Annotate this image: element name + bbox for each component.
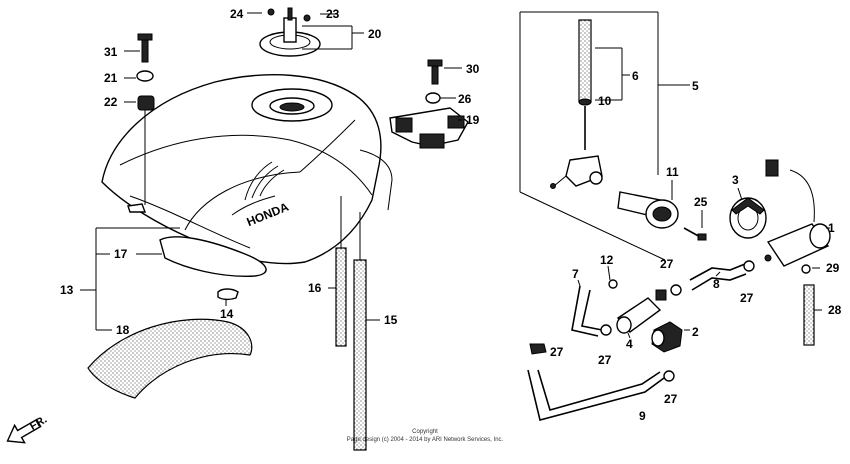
drain-tubes — [335, 196, 367, 451]
bracket-assembly — [389, 59, 469, 149]
fuel-tank — [101, 74, 393, 265]
fuel-pump — [764, 159, 831, 267]
callout-27a: 27 — [660, 257, 674, 271]
callout-15: 15 — [384, 313, 398, 327]
callout-27c: 27 — [550, 345, 564, 359]
fuel-valve — [519, 11, 666, 261]
callout-27b: 27 — [740, 291, 754, 305]
callout-31: 31 — [104, 45, 118, 59]
callout-6: 6 — [632, 69, 639, 83]
callout-4: 4 — [626, 337, 633, 351]
callout-14: 14 — [220, 307, 234, 321]
rubber-mount-3 — [729, 197, 767, 239]
fuel-valve-11 — [617, 191, 679, 229]
callout-20: 20 — [368, 27, 382, 41]
bolt-25 — [683, 227, 707, 241]
callout-29: 29 — [826, 261, 840, 275]
callout-11: 11 — [666, 165, 679, 179]
callout-16: 16 — [308, 281, 322, 295]
callout-21: 21 — [104, 71, 118, 85]
callout-26: 26 — [458, 92, 472, 106]
copyright-line-1: Copyright — [412, 429, 438, 435]
callout-8: 8 — [713, 277, 720, 291]
front-direction-label: FR. — [28, 414, 49, 433]
callout-13: 13 — [60, 283, 74, 297]
fuel-hoses — [527, 263, 815, 421]
hose-clips — [529, 260, 811, 382]
callout-22: 22 — [104, 95, 118, 109]
tank-rubber — [159, 236, 267, 277]
callout-27e: 27 — [664, 392, 678, 406]
callout-10: 10 — [598, 94, 612, 108]
rubber-2 — [651, 321, 683, 353]
callout-18: 18 — [116, 323, 130, 337]
heat-guard — [87, 318, 253, 399]
callout-2: 2 — [692, 325, 699, 339]
leader-lines — [80, 12, 830, 339]
callout-12: 12 — [600, 253, 614, 267]
callout-7: 7 — [572, 267, 579, 281]
copyright-line-2: Page design (c) 2004 - 2014 by ARI Netwo… — [347, 437, 504, 443]
callout-5: 5 — [692, 79, 699, 93]
callout-3: 3 — [732, 173, 739, 187]
bolt-stack-left — [127, 33, 155, 213]
fuel-cap — [259, 7, 321, 57]
front-direction-arrow — [6, 418, 42, 444]
callout-1: 1 — [828, 221, 835, 235]
callout-23: 23 — [326, 7, 340, 21]
callout-25: 25 — [694, 195, 708, 209]
callout-24: 24 — [230, 7, 244, 21]
callout-17: 17 — [114, 247, 128, 261]
callout-19: 19 — [466, 113, 480, 127]
callout-30: 30 — [466, 62, 480, 76]
fuel-filter — [616, 289, 667, 334]
mount-plate — [217, 288, 239, 301]
callouts: 1 2 3 4 5 6 7 8 9 10 11 12 13 14 15 16 1… — [60, 7, 842, 423]
callout-27d: 27 — [598, 353, 612, 367]
callout-9: 9 — [639, 409, 646, 423]
callout-28: 28 — [828, 303, 842, 317]
